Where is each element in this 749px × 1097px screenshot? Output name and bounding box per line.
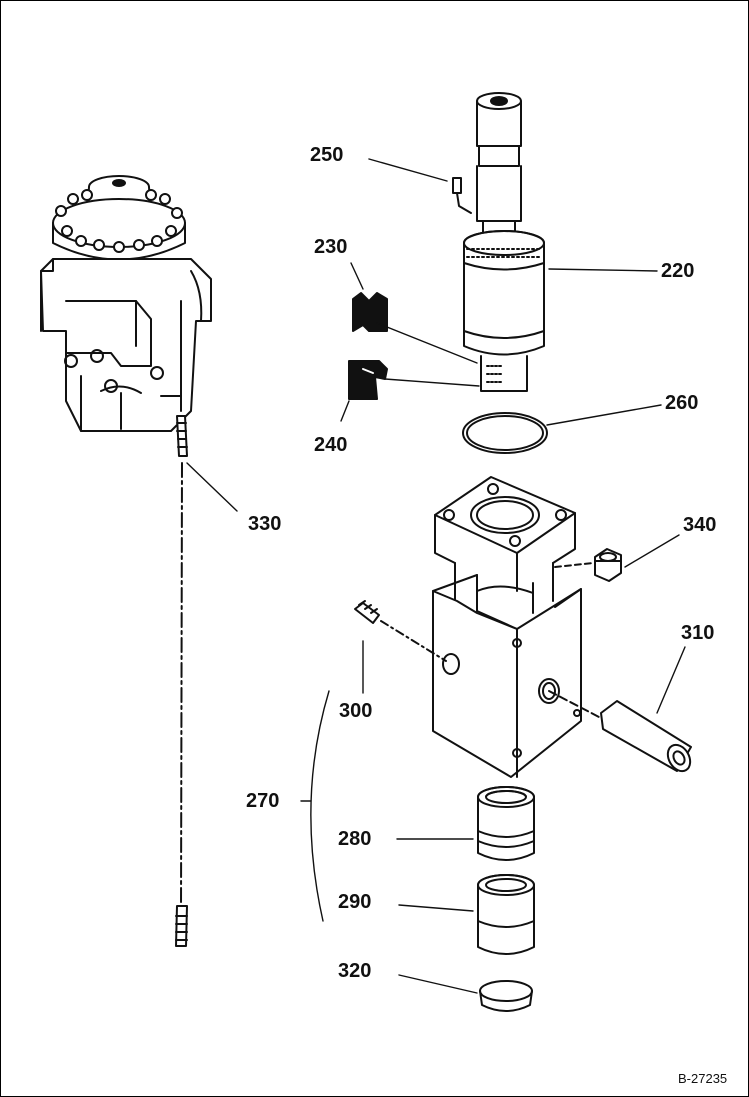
part-340-nut	[554, 548, 622, 582]
callout-330: 330	[248, 513, 282, 535]
part-330-tie-rod	[175, 415, 188, 947]
callout-240: 240	[314, 434, 348, 456]
callout-270: 270	[246, 790, 280, 812]
callout-230: 230	[314, 236, 348, 258]
callout-310: 310	[681, 622, 715, 644]
part-300-fitting	[354, 600, 447, 662]
part-230-seal	[352, 292, 388, 332]
part-290-bushing	[477, 874, 535, 955]
part-310-roller	[548, 690, 692, 773]
part-240-seal	[348, 360, 388, 400]
callout-280: 280	[338, 828, 372, 850]
document-id: B-27235	[678, 1071, 728, 1086]
callout-320: 320	[338, 960, 372, 982]
callout-340: 340	[683, 514, 717, 536]
callout-260: 260	[665, 392, 699, 414]
part-250-pin	[452, 177, 472, 214]
part-320-cap	[479, 980, 533, 1012]
part-260-o-ring	[462, 412, 548, 454]
steering-valve-assembly	[40, 175, 212, 432]
part-220-spool-assembly	[463, 92, 545, 392]
callout-290: 290	[338, 891, 372, 913]
callout-250: 250	[310, 144, 344, 166]
callout-220: 220	[661, 260, 695, 282]
part-280-bushing	[477, 786, 535, 861]
part-270-valve-body	[432, 476, 582, 778]
callout-300: 300	[339, 700, 373, 722]
leader-lines	[186, 158, 686, 994]
